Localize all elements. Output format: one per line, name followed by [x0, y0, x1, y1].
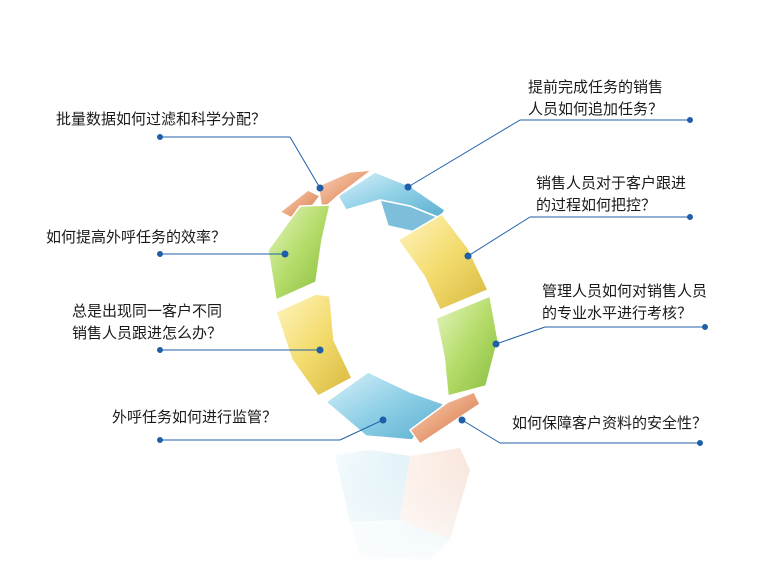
question-text: 批量数据如何过滤和科学分配？	[56, 110, 267, 128]
question-filter-distribution: 批量数据如何过滤和科学分配？	[56, 108, 266, 130]
question-text-line1: 销售人员对于客户跟进	[536, 174, 687, 192]
segment-right-green	[435, 295, 499, 397]
ring-reflection	[320, 440, 500, 576]
question-call-supervision: 外呼任务如何进行监管？	[112, 406, 277, 428]
question-text: 如何保障客户资料的安全性？	[512, 414, 708, 432]
question-text-line2: 人员如何追加任务？	[528, 100, 664, 118]
question-text-line2: 的过程如何把控？	[536, 196, 657, 214]
question-text: 外呼任务如何进行监管？	[112, 408, 278, 426]
connectors	[157, 117, 708, 446]
question-data-security: 如何保障客户资料的安全性？	[512, 412, 707, 434]
segment-bottom-right-orange	[409, 391, 481, 445]
question-duplicate-followup: 总是出现同一客户不同 销售人员跟进怎么办？	[72, 300, 222, 344]
question-text: 如何提高外呼任务的效率？	[46, 228, 227, 246]
question-text-line2: 销售人员跟进怎么办？	[72, 324, 223, 342]
question-text-line2: 的专业水平进行考核？	[542, 304, 693, 322]
question-text-line1: 总是出现同一客户不同	[72, 302, 223, 320]
question-text-line1: 提前完成任务的销售	[528, 78, 664, 96]
question-text-line1: 管理人员如何对销售人员	[542, 282, 708, 300]
question-call-efficiency: 如何提高外呼任务的效率？	[46, 226, 226, 248]
question-skill-assessment: 管理人员如何对销售人员 的专业水平进行考核？	[542, 280, 707, 324]
question-add-tasks: 提前完成任务的销售 人员如何追加任务？	[528, 76, 663, 120]
segment-left-green	[267, 204, 331, 301]
ring	[267, 169, 499, 445]
question-followup-control: 销售人员对于客户跟进 的过程如何把控？	[536, 172, 686, 216]
segment-right-yellow	[397, 213, 489, 311]
segment-bottom-blue	[325, 371, 445, 441]
segment-left-yellow	[275, 293, 353, 397]
